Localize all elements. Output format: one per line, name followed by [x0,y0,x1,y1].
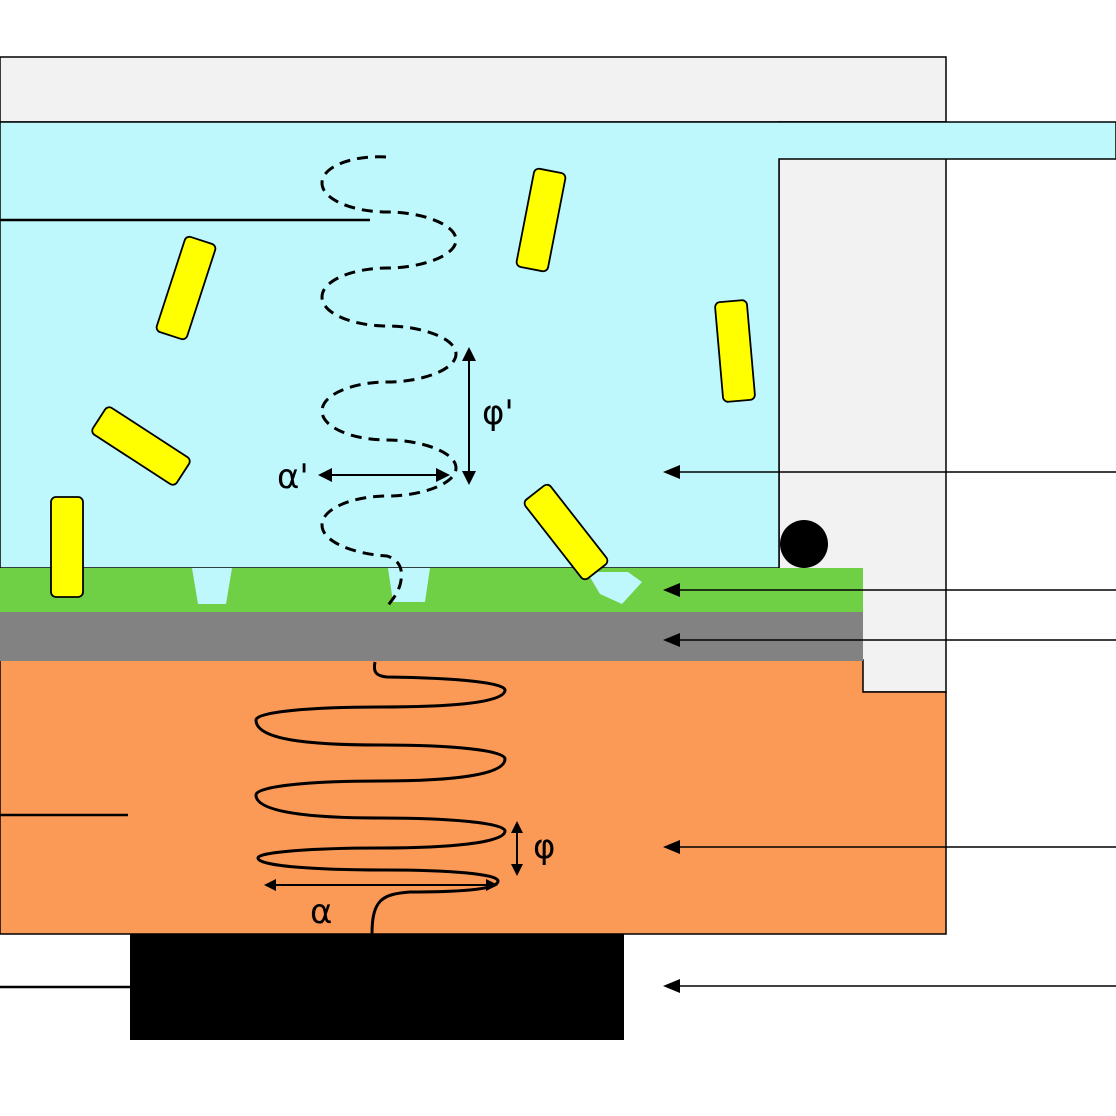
solid-wave [254,661,507,935]
film-pore-3 [587,572,642,604]
particle [523,483,609,581]
interlayer [0,612,863,661]
base-block [130,934,624,1040]
housing-top-band [0,56,947,123]
label-phi: φ [533,827,555,867]
particle [515,167,567,273]
label-phi-prime: φ' [482,393,514,433]
right-pointer-heads [663,465,680,993]
film-pore-2 [388,568,430,602]
right-pointer-lines [676,471,1116,987]
arrowheads [264,347,523,891]
particle [91,406,191,486]
particles [50,167,756,598]
seal-ball [780,520,828,568]
liquid-region [0,121,1116,569]
particle [50,496,84,598]
particle [714,299,756,403]
dashed-wave [320,155,458,609]
substrate-layer [0,659,947,935]
label-alpha-prime: α' [277,457,309,497]
label-alpha: α [310,892,332,932]
particle [155,235,217,341]
left-leader-lines [0,218,370,989]
film-pore-1 [192,568,232,604]
dimension-arrows [268,357,518,886]
